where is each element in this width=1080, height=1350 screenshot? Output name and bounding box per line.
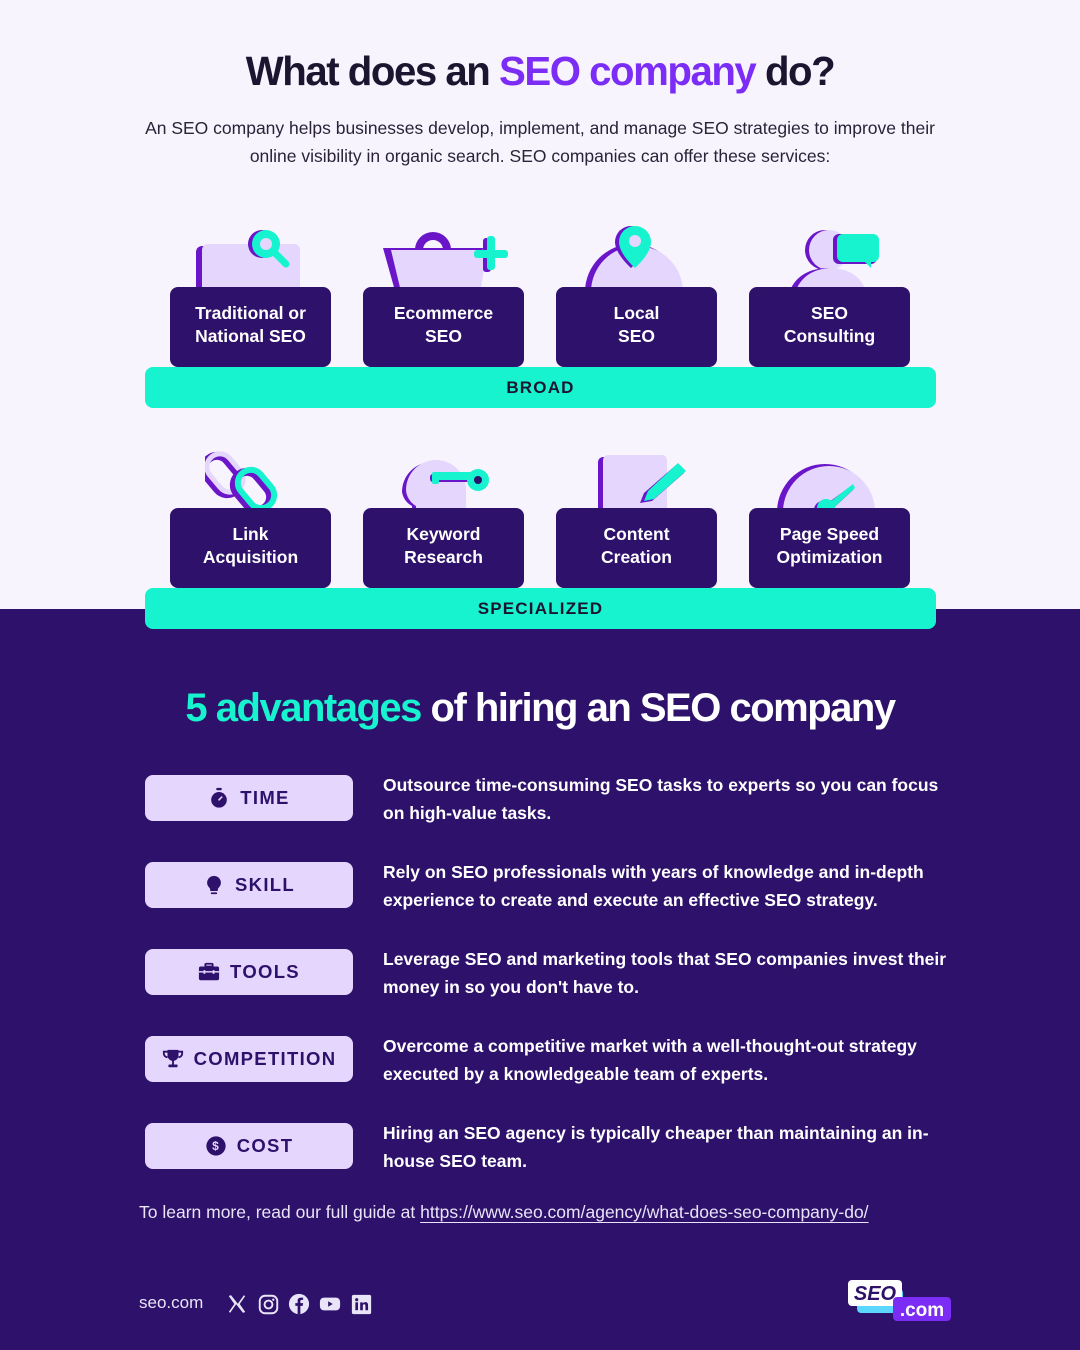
- title-text: What does an: [245, 48, 500, 94]
- pill-label: TOOLS: [230, 961, 300, 982]
- page-title: What does an SEO company do?: [11, 48, 1069, 95]
- chain-link-icon: [205, 451, 278, 515]
- advantages-title-rest: of hiring an SEO company: [420, 686, 897, 730]
- advantage-pill-time: TIME: [145, 775, 353, 821]
- advantage-pill-tools: TOOLS: [145, 949, 353, 995]
- learn-more-prefix: To learn more, read our full guide at: [139, 1202, 421, 1222]
- logo-com-text: .com: [900, 1300, 944, 1321]
- dollar-coin-icon: $: [206, 1136, 226, 1156]
- service-card-seo-consulting: SEO Consulting: [749, 287, 910, 367]
- pill-label: SKILL: [235, 874, 295, 895]
- footer-site-name: seo.com: [139, 1293, 204, 1312]
- advantage-pill-competition: COMPETITION: [145, 1036, 353, 1082]
- search-document-icon: [196, 230, 300, 290]
- advantage-description: Leverage SEO and marketing tools that SE…: [383, 949, 947, 997]
- card-line-2: SEO: [425, 326, 462, 346]
- card-line-1: Content: [603, 524, 670, 544]
- advantage-pill-skill: SKILL: [145, 862, 353, 908]
- youtube-icon[interactable]: [319, 1293, 341, 1315]
- card-line-2: National SEO: [195, 326, 306, 346]
- stopwatch-icon: [211, 787, 228, 808]
- pill-label: TIME: [240, 787, 290, 808]
- card-line-1: Page Speed: [779, 524, 880, 544]
- advantages-title: 5 advantages of hiring an SEO company: [0, 686, 1080, 731]
- card-line-2: SEO: [618, 326, 655, 346]
- advantage-description: Outsource time-consuming SEO tasks to ex…: [383, 775, 939, 823]
- learn-more-text: To learn more, read our full guide at ht…: [139, 1202, 869, 1223]
- broad-category-bar: BROAD: [145, 367, 936, 408]
- advantages-title-accent: 5 advantages: [185, 686, 422, 730]
- advantage-description: Hiring an SEO agency is typically cheape…: [383, 1123, 929, 1171]
- title-accent: SEO company: [499, 48, 757, 94]
- person-chat-icon: [789, 230, 879, 292]
- intro-paragraph: An SEO company helps businesses develop,…: [145, 118, 935, 166]
- card-line-1: Ecommerce: [393, 303, 494, 323]
- card-line-2: Research: [404, 547, 483, 567]
- card-line-2: Consulting: [783, 326, 876, 346]
- toolbox-icon: [198, 962, 220, 981]
- card-line-1: Local: [613, 303, 660, 323]
- service-card-traditional-seo: Traditional or National SEO: [170, 287, 331, 367]
- location-pin-icon: [585, 226, 683, 290]
- specialized-category-bar: SPECIALIZED: [145, 588, 936, 629]
- lightbulb-icon: [207, 875, 221, 895]
- pill-label: COMPETITION: [193, 1048, 337, 1069]
- svg-text:$: $: [212, 1139, 220, 1153]
- advantage-description: Rely on SEO professionals with years of …: [383, 862, 924, 910]
- card-line-1: Keyword: [406, 524, 481, 544]
- pill-label: COST: [236, 1135, 294, 1156]
- card-line-2: Acquisition: [202, 547, 299, 567]
- advantage-pill-cost: $ COST: [145, 1123, 353, 1169]
- card-line-2: Optimization: [776, 547, 883, 567]
- card-line-1: Traditional or: [195, 303, 306, 323]
- advantage-description: Overcome a competitive market with a wel…: [383, 1036, 917, 1084]
- shopping-bag-plus-icon: [383, 232, 508, 292]
- x-icon[interactable]: [226, 1293, 248, 1315]
- card-line-1: Link: [232, 524, 269, 544]
- guide-link[interactable]: https://www.seo.com/agency/what-does-seo…: [420, 1202, 869, 1222]
- trophy-icon: [162, 1049, 183, 1068]
- card-line-1: SEO: [811, 303, 848, 323]
- document-pen-icon: [598, 455, 686, 511]
- seo-com-logo: SEO .com: [848, 1280, 951, 1321]
- title-text-end: do?: [755, 48, 836, 94]
- head-key-icon: [402, 460, 489, 512]
- social-links: [226, 1293, 372, 1315]
- card-line-2: Creation: [601, 547, 672, 567]
- logo-seo-text: SEO: [854, 1283, 897, 1305]
- instagram-icon[interactable]: [257, 1293, 279, 1315]
- linkedin-icon[interactable]: [350, 1293, 372, 1315]
- facebook-icon[interactable]: [288, 1293, 310, 1315]
